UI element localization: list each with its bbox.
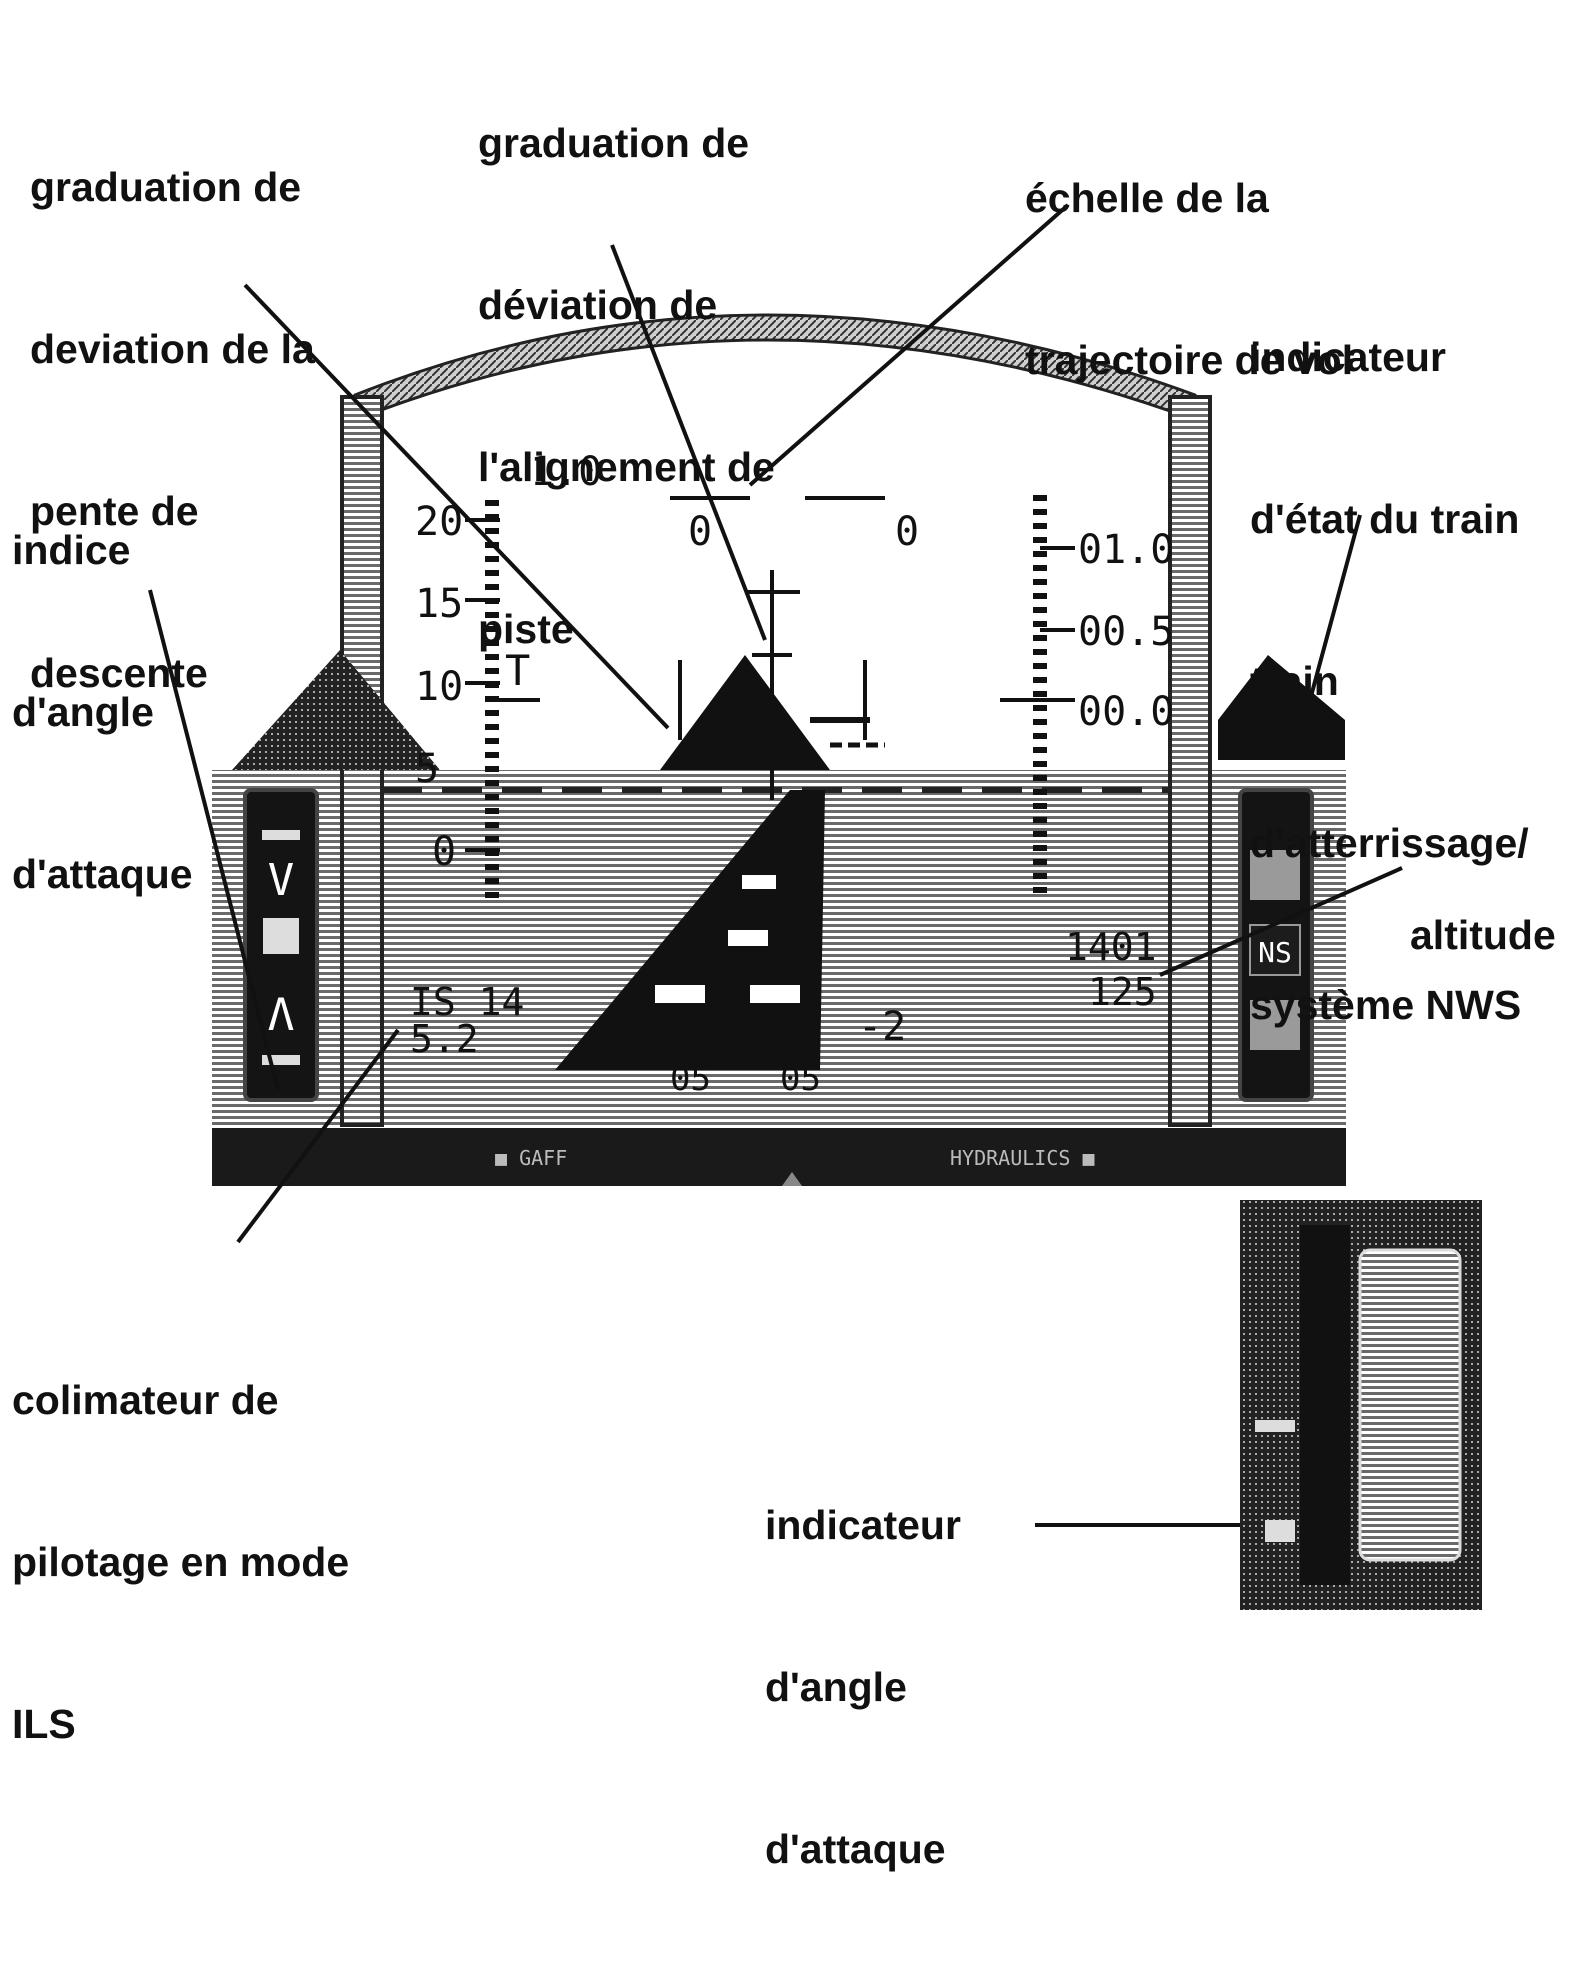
- aoa-index-high: V: [268, 855, 295, 906]
- leader-glide-slope: [243, 283, 670, 730]
- label-aoa-indicator: indicateur d'angle d'attaque: [765, 1502, 961, 1872]
- altitude-readout-line1: 1401: [1065, 925, 1157, 969]
- right-scale: 01.0 00.5 00.0: [1000, 495, 1174, 900]
- status-bar-notch: [782, 1172, 802, 1186]
- leader-lines: [148, 203, 1403, 1527]
- throttle-marker: T: [505, 646, 530, 695]
- leader-gear-nws: [1308, 514, 1362, 701]
- speed-readout-line1: IS 14: [410, 980, 524, 1024]
- leader-localizer: [610, 244, 767, 641]
- pitch-tick-5: 5: [415, 746, 439, 792]
- pitch-tick-0: 0: [432, 829, 456, 875]
- runway-number-right: 05: [780, 1059, 821, 1099]
- hud-diagram: ■ GAFF HYDRAULICS ■ V Λ NS 20 15: [12, 120, 1556, 1872]
- top-value: 1.0: [530, 449, 602, 495]
- gear-badge-nws: NS: [1258, 936, 1292, 969]
- gear-light-top: [1250, 850, 1300, 900]
- label-glide-slope-deviation: graduation de deviation de la pente de d…: [30, 164, 315, 696]
- leader-flight-path: [748, 203, 1070, 487]
- leader-aoa-index: [148, 589, 280, 1091]
- altitude-readout-line2: 125: [1088, 970, 1157, 1014]
- leader-ils-reticle: [236, 1028, 400, 1244]
- aoa-index-low: Λ: [268, 990, 295, 1041]
- pitch-tick-15: 15: [415, 581, 463, 627]
- hud-illustration: ■ GAFF HYDRAULICS ■ V Λ NS 20 15: [148, 203, 1482, 1610]
- label-ils-reticle: colimateur de pilotage en mode ILS: [12, 1377, 350, 1747]
- right-tick-1: 01.0: [1078, 527, 1174, 573]
- pitch-tick-10: 10: [415, 664, 463, 710]
- horizon-zero-left: 0: [688, 509, 712, 555]
- runway-number-left: 05: [670, 1059, 711, 1099]
- right-pillar: [1168, 395, 1212, 1127]
- right-tick-3: 00.0: [1078, 689, 1174, 735]
- status-bar-left: ■ GAFF: [495, 1146, 567, 1170]
- label-flight-path-scale: échelle de la trajectoire de vol: [1025, 175, 1354, 383]
- leader-altitude: [1159, 866, 1403, 977]
- mountain-center: [660, 655, 830, 770]
- speed-readout-line2: 5.2: [410, 1017, 479, 1061]
- mountain-right: [1218, 655, 1345, 760]
- status-bar-right: HYDRAULICS ■: [950, 1146, 1095, 1170]
- mountain-left: [232, 650, 440, 770]
- pitch-ladder: 20 15 10 5 0 T: [415, 499, 540, 900]
- gear-light-bottom: [1250, 1000, 1300, 1050]
- label-localizer-deviation: graduation de déviation de l'alignement …: [478, 120, 775, 652]
- aoa-index-center: [263, 918, 299, 954]
- ils-deviation-symbols: [678, 570, 885, 800]
- vsi-readout: -2: [858, 1004, 906, 1050]
- right-tick-2: 00.5: [1078, 609, 1174, 655]
- status-bar: [212, 1128, 1346, 1186]
- horizon-zero-right: 0: [895, 509, 919, 555]
- label-gear-nws-status: indicateur d'état du train train d'atter…: [1250, 334, 1529, 1028]
- label-altitude: altitude: [1410, 912, 1556, 958]
- label-aoa-index: indice d'angle d'attaque: [12, 527, 193, 897]
- aoa-indicator-inset: [1240, 1200, 1482, 1610]
